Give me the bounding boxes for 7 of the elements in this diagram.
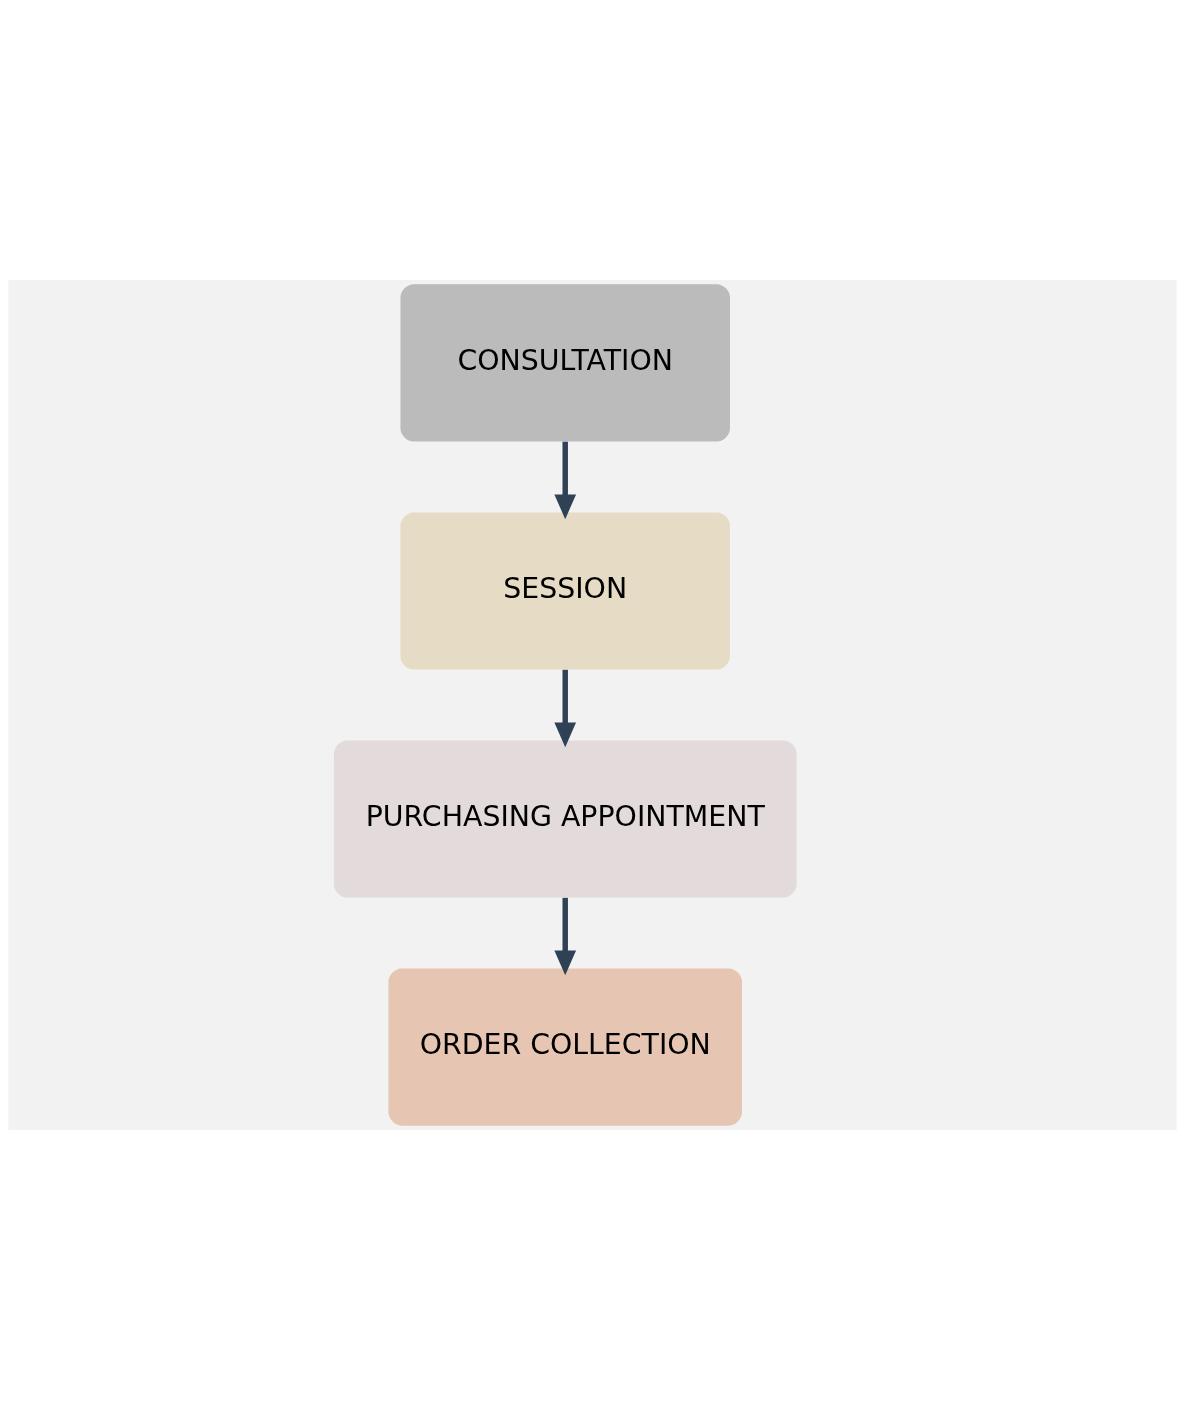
node-box: PURCHASING APPOINTMENT	[333, 739, 797, 898]
arrow	[554, 441, 577, 519]
node-box: CONSULTATION	[400, 283, 730, 441]
arrow	[554, 897, 577, 975]
arrow	[554, 669, 577, 747]
node-box: ORDER COLLECTION	[388, 968, 742, 1126]
node-box: SESSION	[400, 511, 730, 670]
